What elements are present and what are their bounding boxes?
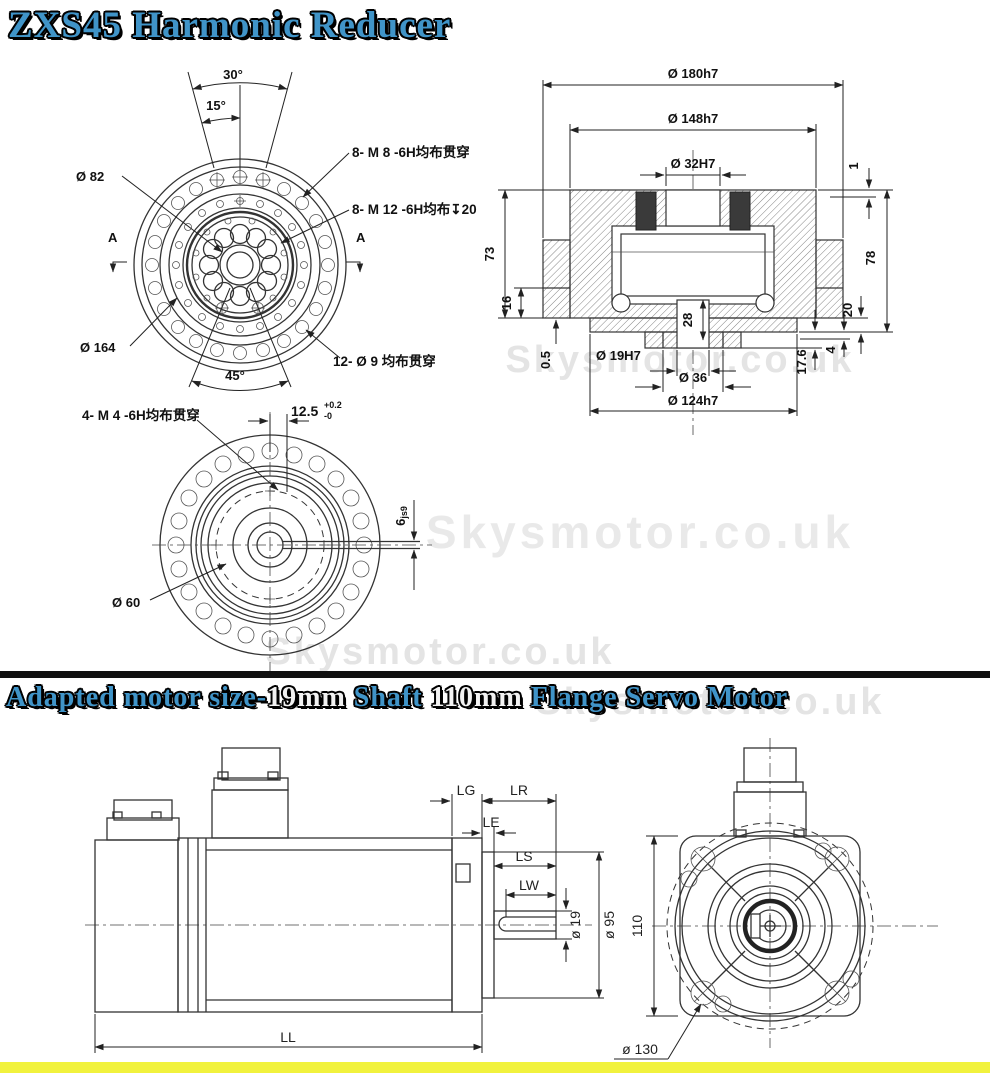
watermark-text: Skysmotor.co.uk	[426, 506, 854, 558]
reducer-section-view: Ø 180h7 Ø 148h7 Ø 32H7 1 78 20 4 17.6 73…	[482, 66, 893, 435]
watermark-text: Skysmotor.co.uk	[265, 631, 614, 672]
dim-0-5: 0.5	[538, 351, 553, 369]
dim-d36: Ø 36	[679, 370, 707, 385]
page-title-reducer: ZXS45 Harmonic Reducer	[8, 4, 451, 47]
dim-d60: Ø 60	[112, 595, 140, 610]
watermark-text: Skysmotor.co.uk	[535, 681, 884, 723]
title2-seg4: 110mm	[430, 682, 523, 713]
dim-d19h7: Ø 19H7	[596, 348, 641, 363]
section-divider	[0, 671, 990, 678]
dim-1: 1	[846, 162, 861, 169]
dim-d124h7: Ø 124h7	[668, 393, 719, 408]
dim-lw: LW	[519, 877, 540, 893]
dim-78: 78	[863, 251, 878, 265]
section-marker-a-left: A	[108, 230, 118, 245]
dim-shaft-d19: ø 19	[567, 911, 583, 939]
dim-le: LE	[482, 814, 499, 830]
reducer-drawing: Skysmotor.co.uk Skysmotor.co.uk Skysmoto…	[76, 66, 893, 672]
dim-flange-d95: ø 95	[601, 911, 617, 939]
motor-drawing: Skysmotor.co.uk	[85, 681, 938, 1060]
dim-12-5-tol-up: +0.2	[324, 400, 342, 410]
callout-m12: 8- M 12 -6H均布↧20	[352, 201, 477, 217]
dim-4: 4	[823, 346, 838, 354]
dim-lg: LG	[457, 782, 476, 798]
reducer-front-view: 30° 15° Ø 82 8- M 8 -6H均布贯穿 8- M 12 -6H均…	[76, 67, 477, 391]
dim-angle-15: 15°	[206, 98, 226, 113]
dim-20: 20	[840, 303, 855, 317]
dim-d148h7: Ø 148h7	[668, 111, 719, 126]
dim-12-5-tol-dn: -0	[324, 411, 332, 421]
dim-28: 28	[680, 313, 695, 327]
dim-12-5: 12.5	[291, 403, 318, 419]
title-text: ZXS45 Harmonic Reducer	[8, 5, 452, 46]
dim-d180h7: Ø 180h7	[668, 66, 719, 81]
motor-front-view: 110 ø 130	[614, 738, 938, 1060]
section-marker-a-right: A	[356, 230, 366, 245]
dim-angle-30: 30°	[223, 67, 243, 82]
dim-73: 73	[482, 247, 497, 261]
title2-seg1: Adapted motor size-	[6, 682, 268, 713]
dim-17-6: 17.6	[794, 349, 809, 374]
reducer-flange-view: 4- M 4 -6H均布贯穿 12.5 +0.2 -0 6js9 Ø 60	[82, 400, 432, 672]
dim-d130: ø 130	[622, 1041, 658, 1057]
dim-d164: Ø 164	[80, 340, 116, 355]
dim-ls: LS	[515, 848, 532, 864]
dim-110: 110	[629, 915, 645, 938]
callout-m8: 8- M 8 -6H均布贯穿	[352, 144, 470, 160]
callout-12-d9: 12- Ø 9 均布贯穿	[333, 353, 436, 369]
dim-lr: LR	[510, 782, 528, 798]
title2-seg2: 19mm	[267, 682, 346, 713]
dim-key-6js9: 6js9	[393, 506, 409, 526]
dim-angle-45: 45°	[225, 368, 245, 383]
callout-m4: 4- M 4 -6H均布贯穿	[82, 407, 200, 423]
title2-seg5: Flange Servo Motor	[522, 682, 789, 713]
dim-d32h7: Ø 32H7	[671, 156, 716, 171]
page-title-motor: Adapted motor size-19mm Shaft 110mm Flan…	[6, 682, 788, 714]
dim-16: 16	[499, 296, 514, 310]
dim-d82: Ø 82	[76, 169, 104, 184]
dim-ll: LL	[280, 1029, 296, 1045]
bottom-accent-bar	[0, 1062, 990, 1073]
motor-side-view: LG LR LE LS LW ø 19 ø 95 LL	[85, 747, 617, 1053]
title2-seg3: Shaft	[345, 682, 431, 713]
